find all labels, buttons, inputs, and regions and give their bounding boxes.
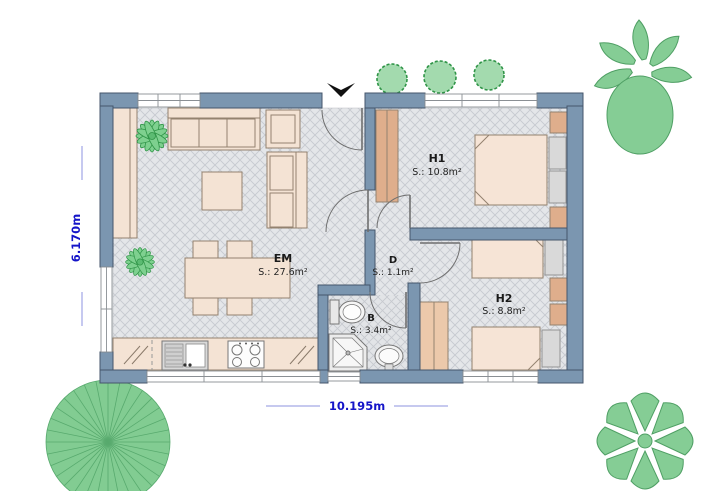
wall: [99, 351, 114, 372]
dimension-vertical: 6.170m: [69, 146, 83, 326]
dimension-horizontal: 10.195m: [266, 399, 448, 413]
double-bed: [474, 134, 567, 206]
room-area: S.: 10.8m²: [412, 167, 462, 178]
wall: [99, 105, 114, 268]
entrance-door: [321, 108, 363, 151]
tree-icon: [45, 379, 171, 491]
window: [100, 266, 113, 353]
windows: [100, 93, 539, 383]
room-area: S.: 1.1m²: [372, 268, 414, 278]
wall: [359, 369, 464, 384]
walls: [99, 92, 584, 384]
window: [146, 370, 321, 383]
sofa-two-seat: [266, 151, 308, 229]
shower: [328, 333, 368, 372]
chair: [192, 240, 219, 259]
single-bed: [471, 234, 564, 279]
wall: [364, 92, 426, 109]
wall-interior: [407, 282, 421, 371]
wall-interior: [317, 284, 329, 371]
entrance-arrow-icon: [327, 83, 355, 97]
wall: [566, 105, 584, 384]
chair: [192, 297, 219, 316]
door-bathroom: [369, 291, 407, 329]
room-label-b: B S.: 3.4m²: [350, 313, 392, 336]
room-name: H1: [429, 152, 446, 165]
wardrobe: [375, 109, 399, 203]
armchair: [265, 109, 301, 149]
room-name: EM: [274, 252, 292, 265]
room-name: D: [389, 255, 397, 266]
height-dimension-label: 6.170m: [69, 214, 83, 262]
bush-icon: [376, 59, 505, 95]
room-area: S.: 3.4m²: [350, 326, 392, 336]
wall-interior: [317, 284, 371, 296]
stove: [227, 340, 265, 369]
kitchen-sink-unit: [161, 340, 209, 371]
chair: [226, 240, 253, 259]
furniture-h2: [419, 234, 568, 371]
door-h1: [376, 194, 411, 229]
wall: [319, 369, 329, 384]
door-em-hall: [325, 189, 369, 233]
nightstand: [549, 206, 568, 229]
room-labels: EM S.: 27.6m² H1 S.: 10.8m² H2 S.: 8.8m²…: [258, 152, 526, 336]
room-label-h2: H2 S.: 8.8m²: [482, 292, 526, 317]
wall-interior: [364, 107, 376, 191]
room-area: S.: 27.6m²: [258, 267, 308, 278]
single-bed: [471, 326, 561, 371]
window: [327, 371, 361, 382]
room-name: B: [367, 313, 375, 324]
wall: [537, 369, 584, 384]
coffee-table: [201, 171, 243, 211]
nightstand: [549, 277, 568, 302]
room-label-d: D S.: 1.1m²: [372, 255, 414, 278]
window: [424, 93, 538, 108]
doors: [321, 108, 461, 329]
window: [137, 93, 201, 108]
room-area: S.: 8.8m²: [482, 306, 526, 317]
wall-interior: [409, 227, 568, 241]
chair: [226, 297, 253, 316]
tree-icon: [596, 392, 694, 490]
dining-set: [184, 240, 291, 316]
tree-icon: [593, 19, 693, 155]
room-name: H2: [496, 292, 513, 305]
furniture-h1: [375, 109, 568, 229]
counter-break-symbol: [289, 345, 315, 365]
room-label-h1: H1 S.: 10.8m²: [412, 152, 462, 178]
bathroom-fixtures: [328, 299, 404, 372]
wardrobe: [419, 301, 449, 371]
door-h2: [419, 242, 461, 284]
wall: [99, 369, 148, 384]
window: [462, 370, 539, 383]
plant-icon: [125, 119, 169, 277]
toilet: [329, 299, 366, 325]
width-dimension-label: 10.195m: [329, 399, 385, 413]
bathroom-sink: [374, 344, 404, 371]
furniture-em: [112, 107, 319, 371]
counter-break-symbol: [123, 345, 149, 365]
nightstand: [549, 111, 568, 134]
nightstand: [549, 303, 568, 326]
sofa-three-seat: [167, 107, 261, 151]
sideboard: [112, 107, 138, 239]
kitchen-counter: [112, 337, 319, 371]
kitchen-appliances: [123, 340, 315, 371]
room-label-em: EM S.: 27.6m²: [258, 252, 308, 278]
wall: [199, 92, 323, 109]
dining-table: [184, 257, 291, 299]
